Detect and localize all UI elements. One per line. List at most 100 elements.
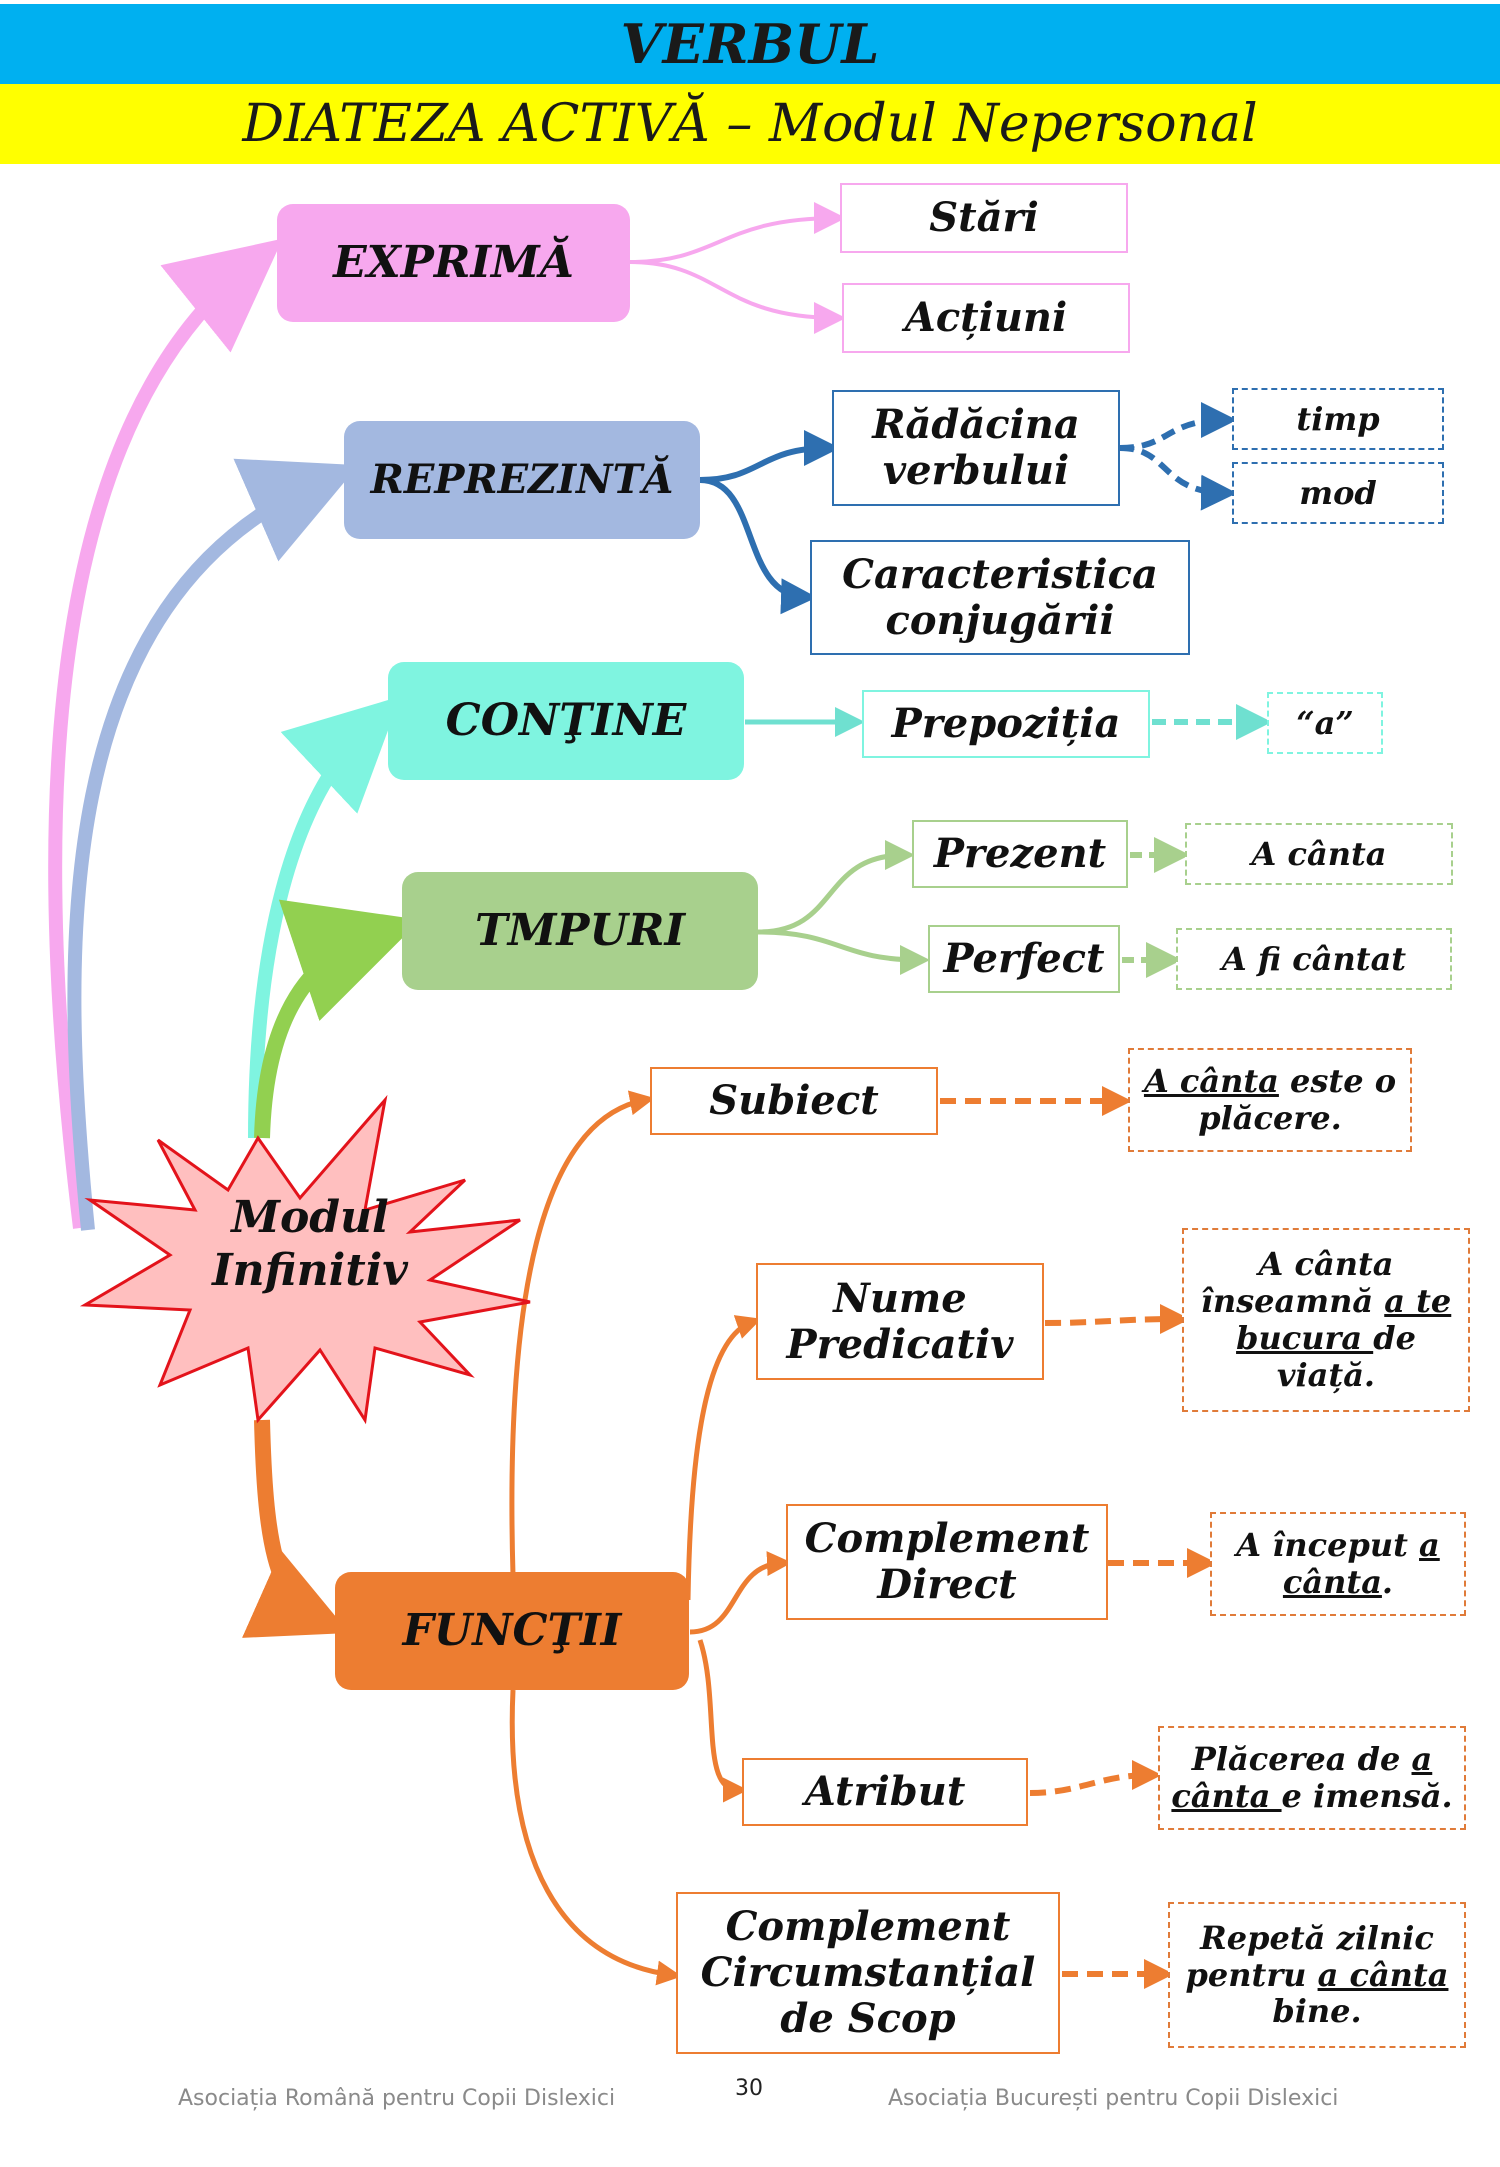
node-perfect-label: Perfect [943,935,1105,982]
starburst-shape [79,1094,531,1425]
node-radacina-verbului-label: Rădăcina verbului [872,401,1080,494]
center-node-label: Modul Infinitiv [190,1192,430,1298]
example-nume-predicativ: A cânta înseamnă a te bucura de viață. [1182,1228,1470,1412]
example-cd-part2: . [1381,1563,1394,1601]
node-reprezinta-label: REPREZINTĂ [370,456,674,503]
example-complement-direct-text: A început a cânta. [1222,1527,1454,1601]
link-atribut-example [1029,1760,1162,1796]
node-functii-label: FUNCŢII [402,1604,622,1656]
example-subiect-text: A cânta este o plăcere. [1140,1063,1400,1137]
node-stari-label: Stări [929,194,1039,241]
link-reprezinta-caracteristica [699,477,817,615]
example-subiect-underlined: A cânta [1143,1062,1279,1101]
link-timpuri-perfect [757,929,930,975]
node-a-fi-cantat: A fi cântat [1176,928,1452,990]
arrow-to-contine [248,696,401,1139]
node-prezent: Prezent [912,820,1128,888]
node-timpuri: TMPURI [402,872,758,990]
example-cs-part1: Repetă zilnic pentru [1185,1918,1434,1994]
link-functii-atribut [697,1639,748,1803]
example-cs-part2: bine. [1272,1992,1362,2031]
link-functii-subiect [509,1090,655,1576]
center-label-line2: Infinitiv [212,1244,408,1296]
node-contine-label: CONŢINE [445,694,687,746]
node-prepozitia-label: Prepoziția [891,700,1121,747]
example-complement-direct: A început a cânta. [1210,1512,1466,1616]
node-reprezinta: REPREZINTĂ [344,421,700,539]
center-label-line1: Modul [231,1192,389,1243]
footer-page-number: 30 [735,2076,763,2101]
example-atribut-text: Plăcerea de a cânta e imensă. [1170,1741,1454,1815]
node-caracteristica-conjugarii-label: Caracteristica conjugării [842,550,1158,644]
node-exprima-label: EXPRIMĂ [333,236,574,288]
node-contine: CONŢINE [388,662,744,780]
node-a-fi-cantat-label: A fi cântat [1221,939,1407,978]
node-complement-circumstantial-label: Complement Circumstanțial de Scop [700,1903,1036,2042]
node-functii: FUNCŢII [335,1572,689,1690]
node-complement-direct: Complement Direct [786,1504,1108,1620]
link-reprezinta-radacina [699,430,840,483]
link-radacina-mod [1119,445,1237,511]
example-atr-part2: e imensă. [1281,1777,1453,1815]
node-a-canta-label: A cânta [1251,834,1387,873]
example-np-part2: de viață. [1276,1319,1416,1394]
node-prezent-label: Prezent [933,830,1107,877]
link-functii-nume-predicativ [685,1315,762,1601]
example-atr-part1: Plăcerea de [1191,1740,1412,1779]
node-nume-predicativ-label: Nume Predicativ [786,1274,1014,1368]
link-radacina-timp [1119,402,1237,451]
node-actiuni: Acțiuni [842,283,1130,353]
link-nume-predicativ-example [1044,1304,1190,1335]
example-complement-scop: Repetă zilnic pentru a cânta bine. [1168,1902,1466,2048]
node-a: “a” [1267,692,1383,754]
node-exprima: EXPRIMĂ [277,204,630,322]
page-title: VERBUL [620,12,880,76]
node-caracteristica-conjugarii: Caracteristica conjugării [810,540,1190,655]
example-atr-underlined: a cânta [1171,1740,1433,1815]
node-atribut-label: Atribut [804,1768,966,1815]
node-perfect: Perfect [928,925,1120,993]
example-cd-underlined: a cânta [1282,1526,1440,1601]
example-nume-predicativ-text: A cânta înseamnă a te bucura de viață. [1194,1246,1458,1393]
arrow-to-timpuri [254,899,421,1139]
node-atribut: Atribut [742,1758,1028,1826]
link-timpuri-prezent [757,840,915,935]
subtitle-banner: DIATEZA ACTIVĂ – Modul Nepersonal [0,84,1500,164]
node-prepozitia: Prepoziția [862,690,1150,758]
example-subiect: A cânta este o plăcere. [1128,1048,1412,1152]
node-subiect-label: Subiect [709,1077,879,1124]
node-timp: timp [1232,388,1444,450]
example-atribut: Plăcerea de a cânta e imensă. [1158,1726,1466,1830]
node-nume-predicativ: Nume Predicativ [756,1263,1044,1380]
link-exprima-stari [629,202,846,264]
arrow-to-reprezinta [67,458,359,1231]
example-subiect-rest: este o plăcere. [1198,1062,1397,1137]
example-cd-part1: A început [1236,1526,1420,1565]
link-exprima-actiuni [629,260,846,334]
page-subtitle: DIATEZA ACTIVĂ – Modul Nepersonal [242,94,1258,154]
node-timp-label: timp [1296,399,1380,438]
footer-left: Asociația Română pentru Copii Dislexici [178,2086,616,2111]
node-stari: Stări [840,183,1128,253]
node-complement-circumstantial: Complement Circumstanțial de Scop [676,1892,1060,2054]
link-functii-complement-direct [689,1551,792,1635]
title-banner: VERBUL [0,4,1500,84]
node-a-label: “a” [1296,703,1354,742]
node-subiect: Subiect [650,1067,938,1135]
node-mod-label: mod [1299,473,1377,512]
node-mod: mod [1232,462,1444,524]
example-complement-scop-text: Repetă zilnic pentru a cânta bine. [1180,1918,1454,2031]
node-timpuri-label: TMPURI [474,904,686,956]
link-functii-complement-scop [509,1689,682,1986]
node-complement-direct-label: Complement Direct [804,1515,1090,1608]
example-np-part1: A cânta înseamnă [1200,1245,1394,1321]
footer-right: Asociația București pentru Copii Dislexi… [888,2086,1339,2111]
node-radacina-verbului: Rădăcina verbului [832,390,1120,506]
arrow-to-functii [242,1419,350,1638]
example-cs-underlined: a cânta [1317,1955,1449,1994]
arrow-to-exprima [48,238,283,1229]
example-np-underlined: a te bucura [1236,1282,1452,1357]
node-a-canta: A cânta [1185,823,1453,885]
node-actiuni-label: Acțiuni [904,294,1068,341]
